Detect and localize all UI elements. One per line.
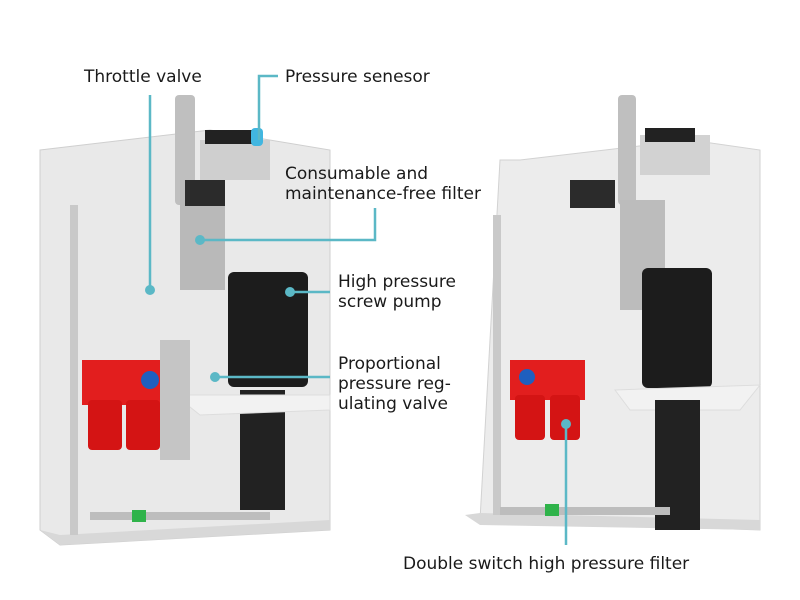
label-valve-line2: pressure reg- — [338, 374, 451, 394]
left-hydraulic-unit — [39, 95, 331, 546]
leader-dots — [145, 235, 571, 429]
right-hydraulic-unit — [465, 95, 762, 531]
left-manifold-block — [200, 140, 270, 180]
left-valve-block — [160, 340, 190, 460]
label-double-filter: Double switch high pressure filter — [403, 554, 690, 574]
dot-throttle-valve — [145, 285, 155, 295]
left-red-filter-bowl-2 — [126, 400, 160, 450]
label-throttle-valve: Throttle valve — [84, 67, 202, 87]
label-filter-line1: Consumable and — [285, 164, 429, 184]
left-vertical-pipe — [70, 205, 78, 535]
right-pump-bracket — [614, 384, 762, 411]
leader-pressure-sensor — [257, 74, 278, 140]
dot-regulating-valve — [210, 372, 220, 382]
label-pump-line2: screw pump — [338, 292, 442, 312]
left-blue-knob — [141, 371, 159, 389]
label-valve-line1: Proportional — [338, 354, 441, 374]
label-valve-line3: ulating valve — [338, 394, 448, 414]
label-pump-line1: High pressure — [338, 272, 456, 292]
right-valve-stack — [645, 128, 695, 142]
left-valve-stack — [205, 130, 255, 144]
right-solenoid — [570, 180, 615, 208]
left-bottom-pipe — [90, 512, 270, 520]
left-pump-motor — [228, 272, 308, 387]
dot-pump — [285, 287, 295, 297]
right-green-fitting — [545, 504, 559, 516]
right-red-filter-bowl-1 — [515, 395, 545, 440]
left-solenoid — [185, 180, 225, 206]
dot-double-filter — [561, 419, 571, 429]
right-inlet-pipe — [618, 95, 636, 205]
dot-filter — [195, 235, 205, 245]
left-pump-bracket — [173, 394, 331, 416]
left-pressure-sensor-part — [251, 128, 263, 146]
left-red-filter-bowl-1 — [88, 400, 122, 450]
leader-filter — [200, 208, 377, 242]
leader-lines — [148, 74, 568, 545]
label-filter-line2: maintenance-free filter — [285, 184, 481, 204]
right-bottom-pipe — [500, 507, 670, 515]
left-green-fitting — [132, 510, 146, 522]
label-pressure-sensor: Pressure senesor — [285, 67, 430, 87]
right-blue-knob — [519, 369, 535, 385]
left-inlet-pipe — [175, 95, 195, 205]
right-red-filter-bowl-2 — [550, 395, 580, 440]
left-base-plate — [40, 520, 330, 545]
right-pump-motor — [642, 268, 712, 388]
right-vertical-pipe — [493, 215, 501, 515]
